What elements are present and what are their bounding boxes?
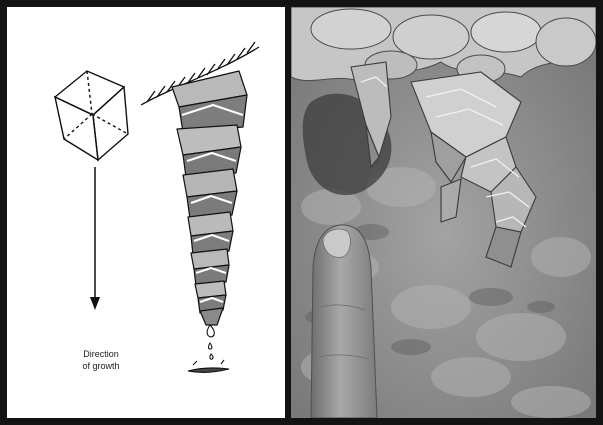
drip-icon — [188, 325, 229, 372]
cave-photo-panel — [291, 7, 596, 418]
label-line-1: Direction — [71, 348, 131, 360]
cave-crystal-photo — [291, 7, 596, 418]
direction-of-growth-label: Direction of growth — [71, 348, 131, 372]
label-line-2: of growth — [71, 360, 131, 372]
pointing-finger — [311, 225, 377, 418]
diagram-panel: Direction of growth — [7, 7, 285, 418]
arrow-down-icon — [90, 167, 100, 310]
cube-icon — [55, 71, 128, 160]
stalactite-crystals — [172, 71, 247, 325]
growth-diagram — [7, 7, 285, 418]
